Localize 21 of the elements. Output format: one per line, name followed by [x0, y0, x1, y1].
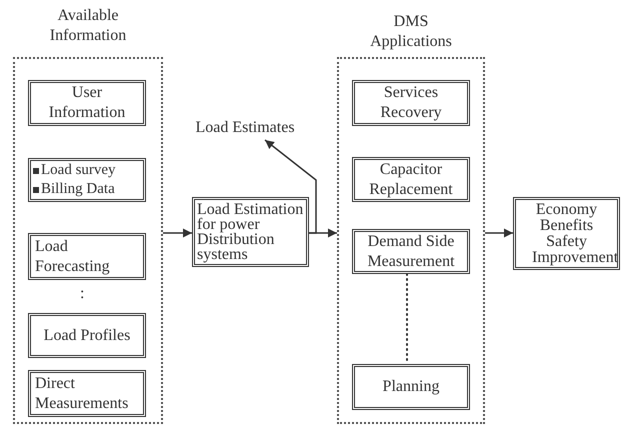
process-box: Load Forecasting: [28, 233, 146, 280]
process-box: [28, 158, 146, 202]
process-box: Load Profiles: [28, 313, 146, 358]
process-box: Capacitor Replacement: [352, 157, 470, 202]
group-heading: DMS Applications: [369, 12, 453, 52]
output-label: Load Estimates: [190, 118, 300, 140]
process-box: Services Recovery: [352, 80, 470, 126]
process-box: Demand Side Measurement: [352, 229, 470, 274]
process-box: Planning: [352, 364, 470, 410]
group-heading: Available Information: [48, 6, 128, 46]
ellipsis-label: :: [80, 284, 84, 304]
arrow: [485, 228, 513, 238]
process-box: Economy Benefits Safety Improvement: [513, 197, 620, 270]
bullet-text: Load survey: [41, 161, 116, 180]
process-box: Direct Measurements: [28, 370, 146, 417]
arrow: [309, 228, 337, 238]
arrow: [163, 228, 192, 238]
process-box: Load Estimation for power Distribution systems: [192, 197, 309, 267]
bullet-text: Billing Data: [41, 180, 115, 199]
process-box: User Information: [28, 80, 146, 126]
arrow: [264, 139, 317, 234]
